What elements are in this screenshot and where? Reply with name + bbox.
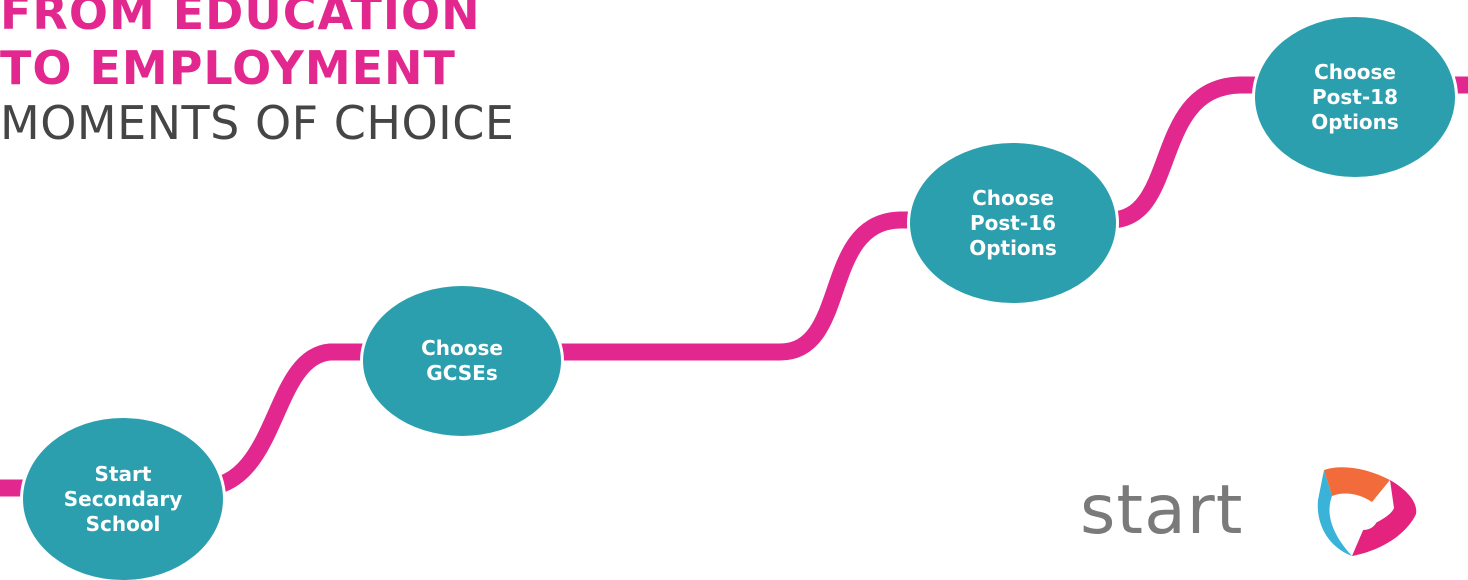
- title-block: FROM EDUCATION TO EMPLOYMENT MOMENTS OF …: [0, 0, 514, 151]
- start-logo: start: [1080, 456, 1440, 566]
- milestone-label-line: Choose: [1314, 59, 1396, 84]
- milestone-label-line: Choose: [972, 185, 1054, 210]
- subtitle: MOMENTS OF CHOICE: [0, 96, 515, 150]
- milestone-label-line: Post-18: [1312, 84, 1398, 109]
- milestone-label-line: GCSEs: [426, 361, 498, 385]
- milestone-label-line: Options: [969, 235, 1057, 260]
- title-line-1: FROM EDUCATION: [0, 0, 481, 40]
- milestone-label-line: Secondary: [63, 486, 183, 511]
- journey-path-line: [0, 76, 1468, 497]
- milestone-label-line: School: [85, 511, 161, 536]
- milestone-label-line: Post-16: [970, 210, 1056, 235]
- milestone-label-line: Options: [1311, 109, 1399, 134]
- start-logo-mark-icon: [1317, 467, 1417, 556]
- milestone-start-secondary-school: Start Secondary School: [23, 418, 223, 580]
- milestone-choose-post-16-options: Choose Post-16 Options: [910, 143, 1116, 303]
- title-line-2: TO EMPLOYMENT: [0, 41, 456, 95]
- milestone-choose-gcses: Choose GCSEs: [363, 286, 561, 436]
- milestone-choose-post-18-options: Choose Post-18 Options: [1255, 17, 1455, 177]
- milestone-label-line: Start: [94, 461, 152, 486]
- start-logo-text: start: [1080, 471, 1244, 550]
- milestone-label-line: Choose: [421, 336, 503, 360]
